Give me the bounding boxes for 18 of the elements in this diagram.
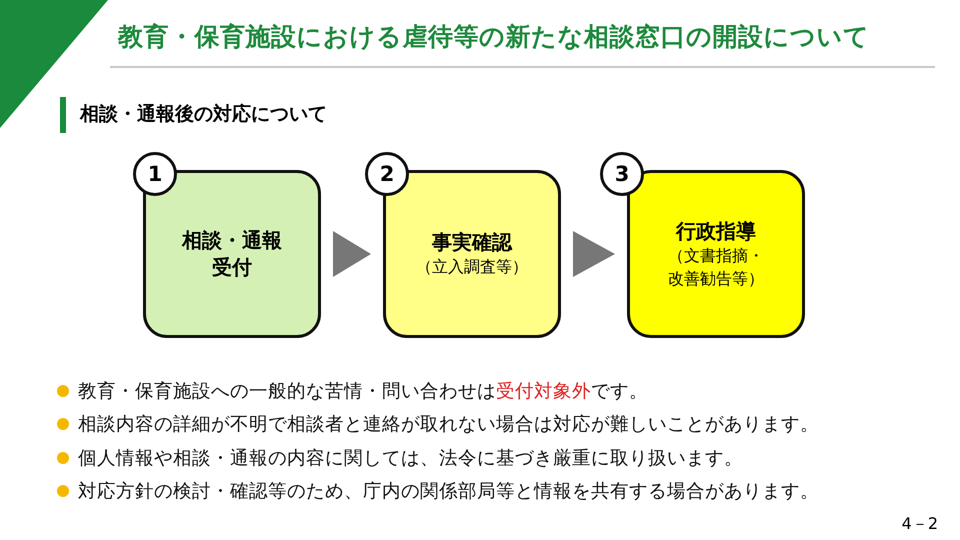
section-heading: 相談・通報後の対応について	[80, 102, 327, 127]
step-arrow	[333, 231, 371, 277]
page-number: 4－2	[902, 514, 938, 535]
step-note: （立入調査等）	[415, 256, 529, 278]
step-note: （文書指摘・改善勧告等）	[666, 245, 765, 290]
step-box	[627, 170, 805, 338]
step-number-circle: 1	[133, 152, 177, 196]
slide-title: 教育・保育施設における虐待等の新たな相談窓口の開設について	[118, 21, 870, 53]
step-title: 事実確認	[431, 229, 514, 256]
step-number-circle: 3	[600, 152, 644, 196]
bullet-text: 相談内容の詳細が不明で相談者と連絡が取れない場合は対応が難しいことがあります。	[78, 413, 819, 436]
step-title: 行政指導	[674, 218, 757, 246]
step-title: 相談・通報受付	[180, 227, 283, 281]
bullet-text: 教育・保育施設への一般的な苦情・問い合わせは受付対象外です。	[78, 380, 648, 403]
step-arrow	[573, 231, 615, 277]
step-number-circle: 2	[365, 152, 409, 196]
bullet-text: 対応方針の検討・確認等のため、庁内の関係部局等と情報を共有する場合があります。	[78, 480, 819, 503]
bullet-text: 個人情報や相談・通報の内容に関しては、法令に基づき厳重に取り扱います。	[78, 447, 743, 470]
